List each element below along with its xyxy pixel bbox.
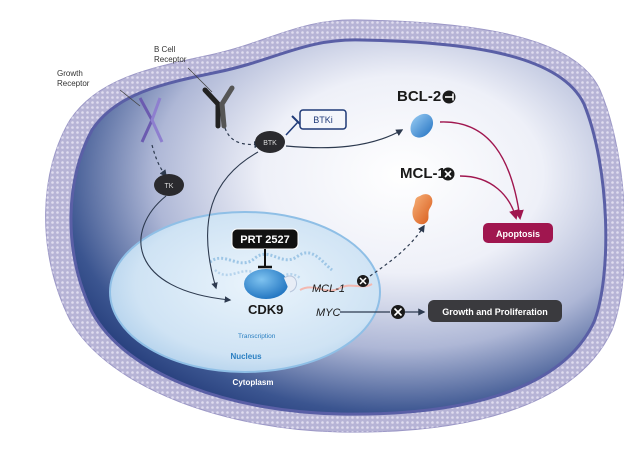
mcl1-label: MCL-1 bbox=[400, 165, 446, 182]
btki-label: BTKi bbox=[313, 115, 333, 125]
cdk9-protein bbox=[244, 269, 288, 299]
tk-label: TK bbox=[165, 183, 174, 190]
apoptosis-box bbox=[483, 223, 553, 243]
growth-proliferation-box bbox=[428, 300, 562, 322]
cytoplasm-label: Cytoplasm bbox=[233, 378, 274, 387]
apoptosis-label: Apoptosis bbox=[496, 229, 540, 239]
growth-receptor-label: Growth Receptor bbox=[57, 69, 90, 88]
growth-proliferation-label: Growth and Proliferation bbox=[442, 307, 548, 317]
bcl2-inhibit-icon bbox=[442, 90, 456, 104]
btk-node bbox=[255, 131, 285, 153]
growth-receptor-icon bbox=[119, 89, 164, 143]
nucleus-label: Nucleus bbox=[230, 352, 262, 361]
btk-label: BTK bbox=[263, 140, 277, 147]
b-cell-receptor-label: B Cell Receptor bbox=[154, 45, 187, 64]
mcl1-gene-x-icon bbox=[357, 275, 369, 287]
transcription-label: Transcription bbox=[238, 333, 276, 340]
mcl1-gene-label: MCL-1 bbox=[312, 283, 345, 295]
myc-x-icon bbox=[391, 305, 405, 319]
mcl1-protein-icon bbox=[412, 194, 433, 225]
nucleus bbox=[109, 211, 381, 373]
tk-node bbox=[154, 174, 184, 196]
btki-box bbox=[299, 109, 347, 130]
b-cell-receptor-icon bbox=[187, 67, 235, 129]
prt2527-label: PRT 2527 bbox=[240, 234, 290, 246]
myc-gene-label: MYC bbox=[316, 307, 341, 319]
bcl2-protein-icon bbox=[410, 113, 434, 138]
bcl2-label: BCL-2 bbox=[397, 88, 441, 105]
cdk9-label: CDK9 bbox=[248, 302, 283, 317]
mcl1-x-icon bbox=[441, 167, 455, 181]
